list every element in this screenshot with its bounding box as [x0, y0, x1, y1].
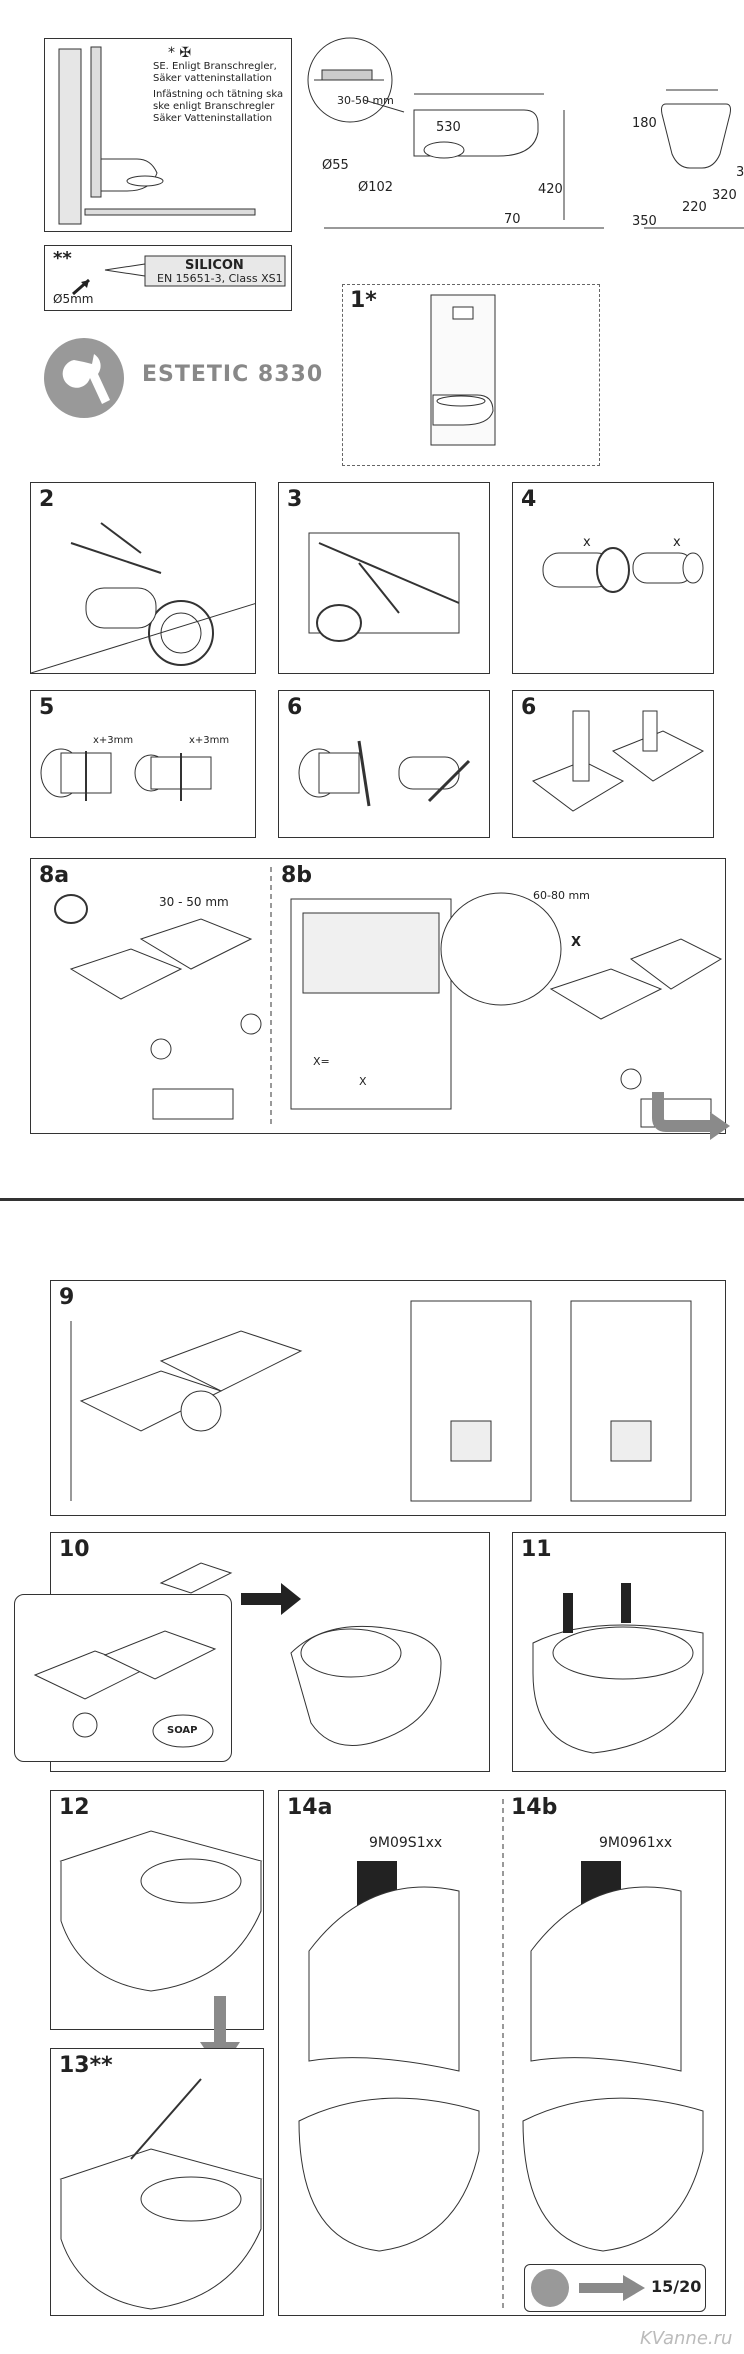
- silicon-marker: **: [53, 248, 72, 269]
- step-5-a: x+3mm: [93, 735, 134, 746]
- dim-bottom: 70: [504, 212, 521, 227]
- step-3-panel: 3: [278, 482, 490, 674]
- step-number: 10: [59, 1537, 90, 1562]
- wrench-icon: [531, 2269, 569, 2307]
- dim-d55: Ø55: [322, 158, 349, 173]
- step-3-drawing: [308, 532, 460, 642]
- wrench-icon: [62, 354, 110, 404]
- swedish-note-line: Infästning och tätning ska: [153, 89, 284, 100]
- step-10-drawing: [159, 1562, 442, 1746]
- swedish-flag-icon: * ✠: [168, 45, 192, 61]
- swedish-note: SE. Enligt Branschregler, Säker vattenin…: [153, 61, 291, 125]
- step-number: 2: [39, 487, 55, 512]
- silicon-spec: EN 15651-3, Class XS1: [157, 272, 283, 285]
- step-4-x1: x: [583, 535, 591, 550]
- step1-panel: [342, 284, 600, 466]
- next-page-reference: 15/20: [524, 2264, 706, 2312]
- soap-label: SOAP: [167, 1725, 198, 1736]
- step-5-b: x+3mm: [189, 735, 230, 746]
- step-number: 4: [521, 487, 537, 512]
- step-2-panel: 2: [30, 482, 256, 674]
- step-8b-range: 60-80 mm: [533, 889, 590, 902]
- step-11-panel: 11: [512, 1532, 726, 1772]
- step-number: 8b: [281, 863, 313, 888]
- right-arrow-icon: [579, 2275, 645, 2301]
- step-8-panel: 8a 30 - 50 mm 8b 60-80 mm X X= X: [30, 858, 726, 1134]
- step-number: 12: [59, 1795, 90, 1820]
- step-8b-x: X: [571, 935, 582, 950]
- dim-320: 320: [712, 188, 737, 203]
- silicon-tube-drawing: [72, 255, 286, 296]
- step-number: 5: [39, 695, 55, 720]
- dim-height: 420: [538, 182, 563, 197]
- watermark: KVanne.ru: [640, 2328, 733, 2349]
- step-6a-panel: 6: [278, 690, 490, 838]
- step-6a-drawing: [298, 740, 471, 807]
- wrench-badge: [44, 338, 124, 418]
- step-4-x2: x: [673, 535, 681, 550]
- step-number: 3: [287, 487, 303, 512]
- step-10-inset: SOAP: [14, 1594, 232, 1762]
- step-number: 9: [59, 1285, 75, 1310]
- step-8a-range: 30 - 50 mm: [159, 895, 229, 909]
- step-6b-panel: 6: [512, 690, 714, 838]
- next-page-number: 15/20: [651, 2277, 702, 2296]
- step-5-panel: 5 x+3mm x+3mm: [30, 690, 256, 838]
- dimension-drawing: [307, 37, 744, 229]
- brand-name: ESTETIC 8330: [142, 362, 324, 387]
- step-14-panel: 14a 9M09S1xx 14b 9M0961xx: [278, 1790, 726, 2316]
- dim-220: 220: [682, 200, 707, 215]
- step-11-drawing: [532, 1583, 704, 1754]
- step-8-drawing: [54, 867, 723, 1128]
- silicon-panel: ** SILICON EN 15651-3, Class XS1 Ø5mm: [44, 245, 292, 311]
- step-13-drawing: [59, 2078, 263, 2310]
- page-divider: [0, 1198, 744, 1201]
- step-number: 11: [521, 1537, 552, 1562]
- step-8b-x2: X=: [313, 1055, 330, 1068]
- dim-width-top: 180: [632, 116, 657, 131]
- step-13-panel: 13**: [50, 2048, 264, 2316]
- dim-d102: Ø102: [358, 180, 394, 195]
- wall-installation-panel: * ✠ SE. Enligt Branschregler, Säker vatt…: [44, 38, 292, 232]
- dim-width-bottom: 350: [632, 214, 657, 229]
- step-4-panel: 4 x x: [512, 482, 714, 674]
- step-2-drawing: [31, 522, 255, 673]
- dim-length: 530: [436, 120, 461, 135]
- wall-installation-drawing: [58, 46, 256, 225]
- step-14a-code: 9M09S1xx: [369, 1835, 443, 1851]
- step-8b-x3: X: [359, 1075, 367, 1088]
- step-5-drawing: [40, 748, 212, 801]
- step1-drawing: [430, 294, 496, 446]
- step-number: 14b: [511, 1795, 558, 1820]
- swedish-note-line: Säker vatteninstallation: [153, 73, 272, 84]
- step-number: 14a: [287, 1795, 333, 1820]
- step-number: 6: [521, 695, 537, 720]
- step-9-drawing: [70, 1300, 692, 1502]
- silicon-title: SILICON: [185, 258, 244, 273]
- step-4-drawing: [542, 547, 704, 593]
- dim-right-cut: 3: [736, 165, 744, 180]
- swedish-note-line: SE. Enligt Branschregler,: [153, 61, 277, 72]
- dim-bracket-gap: 30-50 mm: [337, 94, 394, 107]
- swedish-note-line: Säker Vatteninstallation: [153, 113, 273, 124]
- continue-arrow-icon: [652, 1092, 730, 1140]
- swedish-note-symbol: *: [168, 45, 175, 61]
- step-6b-drawing: [531, 710, 705, 812]
- step-12-drawing: [59, 1830, 263, 1992]
- swedish-note-line: ske enligt Branschregler: [153, 101, 275, 112]
- step-14b-code: 9M0961xx: [599, 1835, 673, 1851]
- silicon-diameter: Ø5mm: [53, 292, 94, 306]
- step-14-drawing: [298, 1799, 704, 2309]
- step-number: 8a: [39, 863, 70, 888]
- step-12-panel: 12: [50, 1790, 264, 2030]
- step-number: 13**: [59, 2053, 113, 2078]
- step-10-inset-drawing: [33, 1630, 217, 1748]
- step-number: 6: [287, 695, 303, 720]
- step1-label: 1*: [350, 288, 377, 313]
- step-9-panel: 9: [50, 1280, 726, 1516]
